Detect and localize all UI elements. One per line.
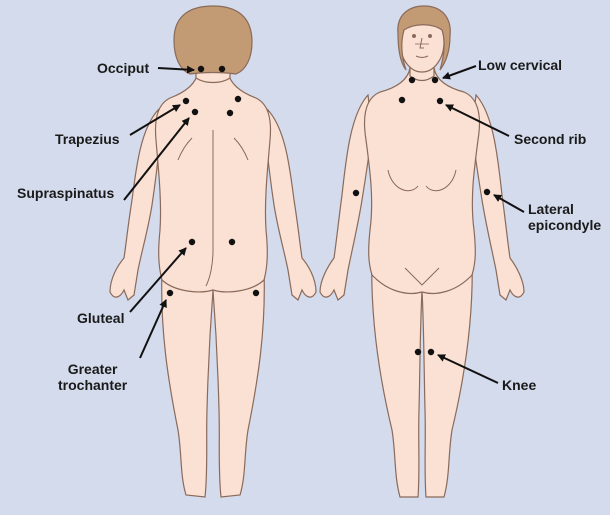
label-lateral-epicondyle: Lateral epicondyle [528,201,601,233]
back-view-hair [174,6,252,74]
point-trochanter-right [253,290,259,296]
point-occiput-left [198,66,204,72]
point-trochanter-left [167,290,173,296]
label-gluteal: Gluteal [77,310,124,326]
point-trapezius-right [235,96,241,102]
label-greater-trochanter: Greater trochanter [58,361,127,393]
point-second-rib-left [399,97,405,103]
point-epicondyle-right [484,189,490,195]
arrow-trochanter [140,300,166,358]
label-supraspinatus: Supraspinatus [17,185,114,201]
point-occiput-right [219,66,225,72]
point-supraspinatus-right [227,110,233,116]
point-knee-right [428,349,434,355]
label-low-cervical: Low cervical [478,57,562,73]
label-second-rib: Second rib [514,131,586,147]
point-low-cervical-left [409,77,415,83]
label-trapezius: Trapezius [55,131,120,147]
point-second-rib-right [437,98,443,104]
front-view-body [320,12,524,497]
point-gluteal-right [229,239,235,245]
point-knee-left [415,349,421,355]
label-occiput: Occiput [97,60,149,76]
point-supraspinatus-left [192,109,198,115]
point-low-cervical-right [432,77,438,83]
point-epicondyle-left [353,190,359,196]
back-view-body [110,50,316,497]
point-gluteal-left [189,239,195,245]
label-knee: Knee [502,377,536,393]
arrow-low-cervical [443,66,476,78]
point-trapezius-left [183,98,189,104]
